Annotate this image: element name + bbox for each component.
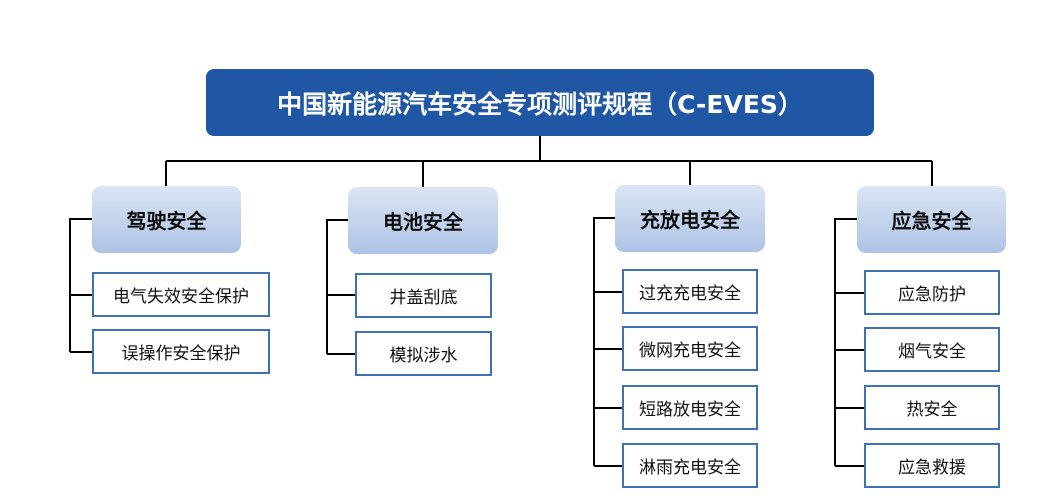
branch-line-cat-0 (69, 218, 92, 352)
leaf-item-box: 电气失效安全保护 (92, 272, 270, 317)
leaf-item-box: 模拟涉水 (355, 331, 492, 376)
leaf-item-box: 应急防护 (864, 270, 1000, 315)
category-box-charging-safety: 充放电安全 (615, 185, 765, 252)
branch-line-cat-2 (593, 217, 615, 466)
leaf-item-box: 井盖刮底 (355, 273, 492, 318)
branch-line-cat-3 (834, 218, 857, 466)
leaf-item-box: 过充充电安全 (622, 269, 758, 314)
leaf-item-box: 淋雨充电安全 (622, 443, 758, 488)
branch-line-cat-1 (326, 219, 348, 354)
leaf-item-box: 应急救援 (864, 443, 1000, 488)
leaf-item-box: 短路放电安全 (622, 385, 758, 430)
leaf-item-box: 误操作安全保护 (92, 329, 270, 374)
category-box-driving-safety: 驾驶安全 (92, 186, 241, 253)
root-title-box: 中国新能源汽车安全专项测评规程（C-EVES） (206, 69, 874, 136)
leaf-item-box: 烟气安全 (864, 327, 1000, 372)
leaf-item-box: 微网充电安全 (622, 326, 758, 371)
leaf-item-box: 热安全 (864, 385, 1000, 430)
category-box-battery-safety: 电池安全 (348, 187, 498, 254)
category-box-emergency-safety: 应急安全 (857, 186, 1006, 253)
